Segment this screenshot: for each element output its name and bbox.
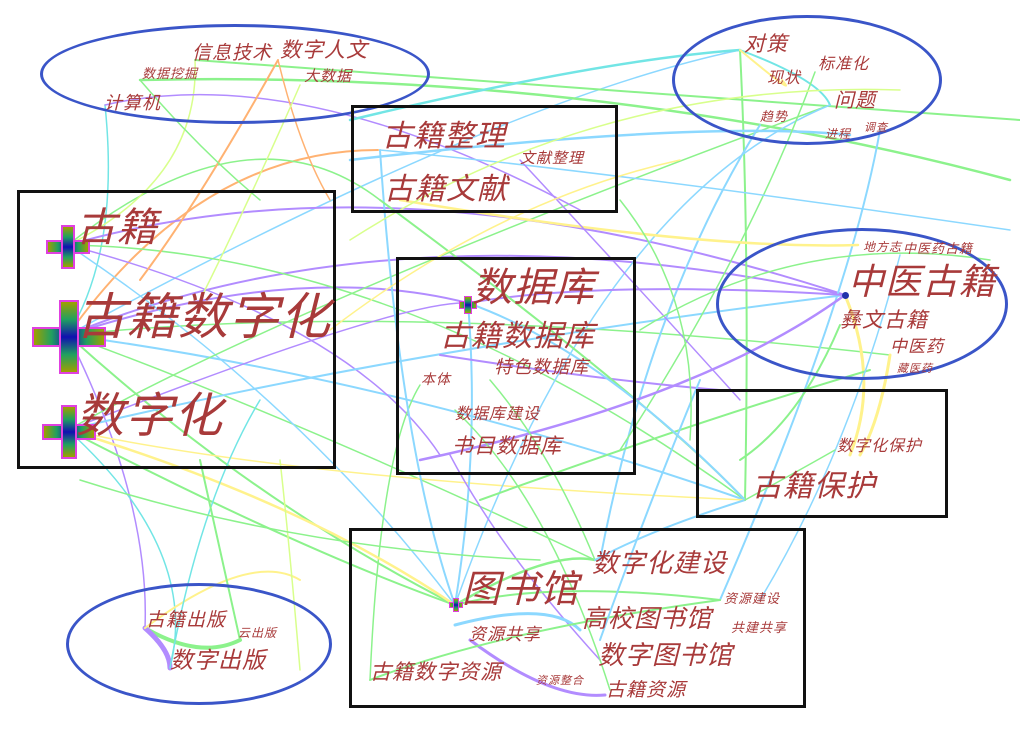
node-label-gujichuban[interactable]: 古籍出版	[146, 609, 227, 631]
node-marker-zhongyiguji[interactable]	[842, 292, 849, 299]
node-label-diaocha[interactable]: 调查	[864, 121, 888, 134]
node-label-gongjiangongxiang[interactable]: 共建共享	[731, 621, 788, 636]
node-label-shujuku[interactable]: 数据库	[472, 265, 595, 311]
cluster-box-protection	[696, 389, 948, 518]
node-label-xinxijishu[interactable]: 信息技术	[192, 42, 273, 64]
node-label-yiwenguji[interactable]: 彝文古籍	[840, 308, 928, 332]
node-label-gujibaohu[interactable]: 古籍保护	[752, 469, 876, 504]
node-label-zhongyiyaoguji[interactable]: 中医药古籍	[903, 242, 974, 257]
node-label-shuzihuajianshe[interactable]: 数字化建设	[592, 549, 728, 579]
node-label-ziyuanjianshe[interactable]: 资源建设	[724, 592, 781, 607]
cluster-box-database	[396, 257, 636, 475]
node-marker-shujuku[interactable]	[459, 296, 477, 314]
node-label-shujukujianshe[interactable]: 数据库建设	[455, 404, 541, 423]
cluster-ellipse-technology	[40, 24, 430, 124]
node-marker-gujishuzihua[interactable]	[32, 300, 106, 374]
node-label-gujishujuku[interactable]: 古籍数据库	[440, 319, 595, 354]
node-label-guji[interactable]: 古籍	[76, 205, 158, 251]
node-label-ziyuanzhenghe[interactable]: 资源整合	[536, 674, 584, 687]
node-label-gujishuziziyuan[interactable]: 古籍数字资源	[370, 660, 502, 684]
node-label-shuzirenwen[interactable]: 数字人文	[280, 38, 368, 62]
node-label-gujishuzihua[interactable]: 古籍数字化	[76, 288, 331, 346]
cluster-ellipse-tcm	[716, 228, 1008, 380]
node-label-wenti[interactable]: 问题	[834, 88, 876, 112]
cluster-box-library	[349, 528, 806, 708]
cluster-box-digitization	[17, 190, 336, 469]
node-label-duice[interactable]: 对策	[744, 32, 788, 56]
node-label-zhongyiyao[interactable]: 中医药	[890, 337, 944, 357]
node-marker-shuzihua[interactable]	[42, 405, 96, 459]
node-label-gujizhengli[interactable]: 古籍整理	[382, 119, 506, 154]
node-label-shuzitushuguan[interactable]: 数字图书馆	[598, 641, 734, 671]
node-label-wenxianzhengli[interactable]: 文献整理	[520, 149, 585, 167]
node-label-shujuwajue[interactable]: 数据挖掘	[142, 67, 199, 82]
node-label-gujiziyuan[interactable]: 古籍资源	[606, 679, 687, 701]
node-label-benti[interactable]: 本体	[421, 372, 451, 388]
cluster-ellipse-publishing	[66, 583, 332, 705]
node-label-tushuguan[interactable]: 图书馆	[462, 567, 580, 611]
node-label-difangzhi[interactable]: 地方志	[863, 240, 903, 254]
node-label-gujiwenxian[interactable]: 古籍文献	[384, 172, 508, 207]
node-label-biaozhunhua[interactable]: 标准化	[818, 54, 870, 73]
node-label-dashuju[interactable]: 大数据	[304, 67, 353, 85]
node-label-zangyiyao[interactable]: 藏医药	[897, 362, 933, 375]
node-marker-guji[interactable]	[46, 225, 90, 269]
cluster-ellipse-strategy	[672, 15, 942, 145]
node-label-gaoxiaotushuguan[interactable]: 高校图书馆	[582, 604, 713, 633]
node-label-shuzichuban[interactable]: 数字出版	[170, 648, 266, 674]
node-label-yunchuban[interactable]: 云出版	[238, 626, 278, 640]
node-label-ziyuangongxiang[interactable]: 资源共享	[469, 625, 541, 645]
cluster-box-organizing	[351, 105, 618, 213]
node-label-shuzihua[interactable]: 数字化	[76, 388, 224, 444]
node-label-zhongyiguji[interactable]: 中医古籍	[848, 262, 997, 303]
node-label-xianzhuang[interactable]: 现状	[767, 68, 802, 87]
node-label-shumushujuku[interactable]: 书目数据库	[452, 434, 562, 458]
node-label-tesheshujuku[interactable]: 特色数据库	[494, 357, 589, 378]
node-label-jincheng[interactable]: 进程	[825, 127, 852, 141]
node-label-shuzihuabaohu[interactable]: 数字化保护	[837, 436, 923, 455]
node-label-qushi[interactable]: 趋势	[760, 110, 789, 125]
node-marker-tushuguan[interactable]	[449, 598, 463, 612]
node-label-jisuanji[interactable]: 计算机	[104, 93, 161, 114]
